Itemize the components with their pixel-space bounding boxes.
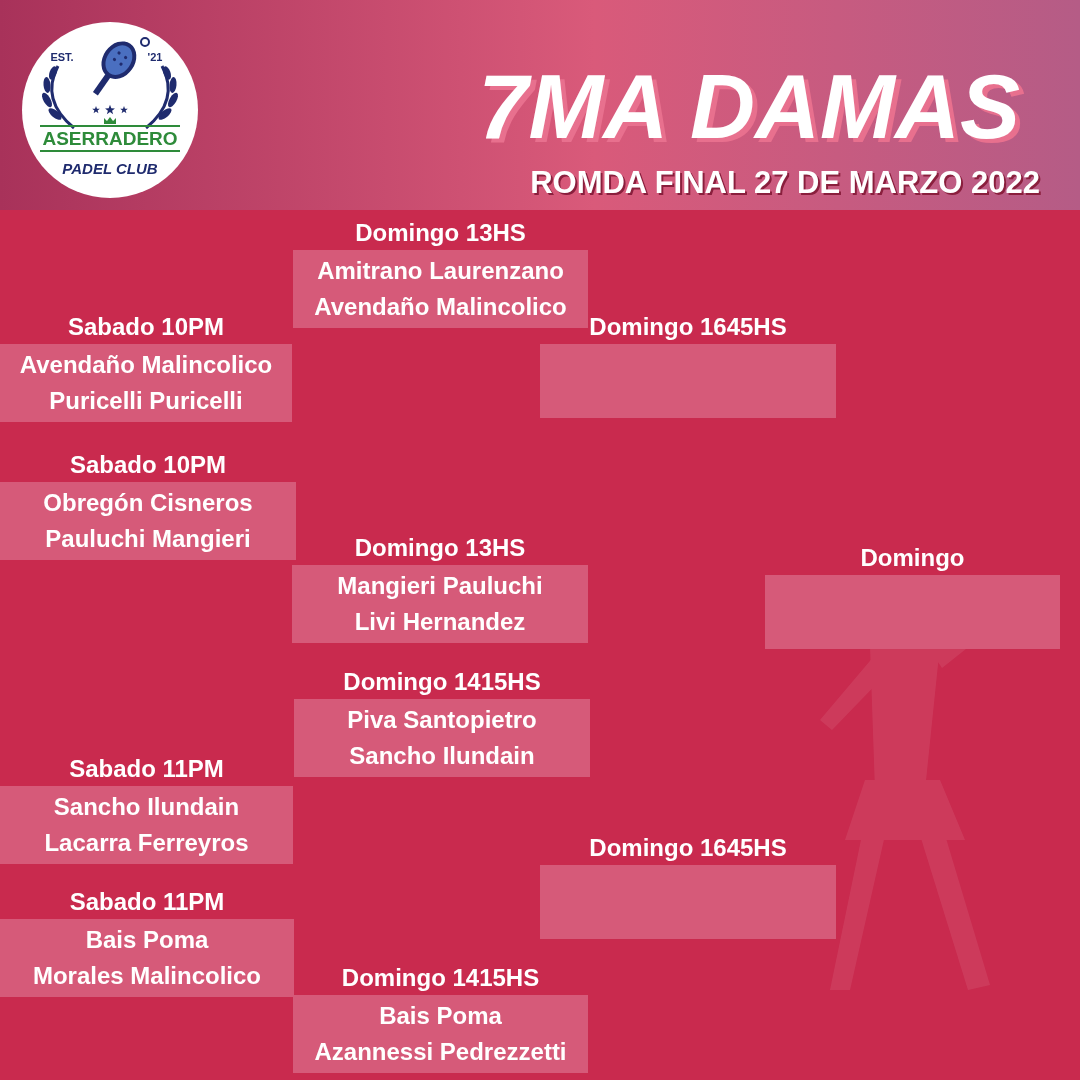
logo-text: PADEL CLUB bbox=[62, 161, 157, 176]
match-box: Sabado 10PMAvendaño MalincolicoPuricelli… bbox=[0, 344, 292, 422]
logo-disc bbox=[22, 22, 198, 198]
match-box: Domingo 13HSMangieri PauluchiLivi Hernan… bbox=[292, 565, 588, 643]
silhouette-skirt bbox=[845, 780, 965, 840]
match-time: Sabado 10PM bbox=[70, 451, 226, 479]
racket-frame bbox=[94, 35, 143, 86]
star bbox=[120, 106, 128, 113]
laurel-leaf bbox=[47, 65, 58, 81]
match-box: Sabado 11PMBais PomaMorales Malincolico bbox=[0, 919, 294, 997]
team-name: Morales Malincolico bbox=[33, 958, 261, 994]
laurel-leaf bbox=[43, 77, 51, 94]
team-name: Azannessi Pedrezzetti bbox=[314, 1034, 566, 1070]
laurel-left bbox=[40, 65, 74, 128]
banner-line bbox=[40, 125, 180, 127]
laurel-leaf bbox=[166, 91, 180, 108]
match-time: Domingo 1645HS bbox=[589, 313, 786, 341]
laurel-leaf bbox=[40, 91, 54, 108]
match-time: Sabado 11PM bbox=[69, 755, 224, 783]
racket-handle bbox=[93, 74, 111, 95]
match-box: Domingo bbox=[765, 575, 1060, 649]
team-name: Avendaño Malincolico bbox=[20, 347, 272, 383]
match-time: Domingo 13HS bbox=[355, 219, 526, 247]
logo-text: EST. bbox=[50, 52, 73, 63]
crown bbox=[104, 117, 116, 124]
match-box: Domingo 1645HS bbox=[540, 344, 836, 418]
team-name: Avendaño Malincolico bbox=[314, 289, 566, 325]
team-name: Livi Hernandez bbox=[355, 604, 526, 640]
banner-line bbox=[40, 150, 180, 152]
match-box: Sabado 10PMObregón CisnerosPauluchi Mang… bbox=[0, 482, 296, 560]
team-name: Bais Poma bbox=[379, 998, 502, 1034]
logo-text: ASERRADERO bbox=[42, 129, 177, 148]
padel-racket bbox=[82, 35, 143, 103]
racket-hole bbox=[112, 57, 116, 61]
laurel-leaf bbox=[161, 65, 172, 81]
match-box: Domingo 13HSAmitrano LaurenzanoAvendaño … bbox=[293, 250, 588, 328]
team-name: Pauluchi Mangieri bbox=[45, 521, 250, 557]
team-name: Amitrano Laurenzano bbox=[317, 253, 564, 289]
team-name: Sancho Ilundain bbox=[349, 738, 534, 774]
team-name: Piva Santopietro bbox=[347, 702, 536, 738]
silhouette-leg bbox=[920, 835, 990, 990]
laurel-leaf bbox=[157, 106, 174, 122]
match-time: Domingo 1645HS bbox=[589, 834, 786, 862]
silhouette-leg bbox=[830, 835, 885, 990]
star bbox=[105, 105, 115, 114]
laurel-leaf bbox=[169, 77, 177, 94]
team-name: Mangieri Pauluchi bbox=[337, 568, 542, 604]
match-time: Domingo 1415HS bbox=[342, 964, 539, 992]
team-name: Obregón Cisneros bbox=[43, 485, 252, 521]
team-name: Puricelli Puricelli bbox=[49, 383, 242, 419]
match-box: Domingo 1645HS bbox=[540, 865, 836, 939]
team-name: Lacarra Ferreyros bbox=[44, 825, 248, 861]
match-time: Domingo 13HS bbox=[355, 534, 526, 562]
team-name: Bais Poma bbox=[86, 922, 209, 958]
match-time: Domingo bbox=[861, 544, 965, 572]
match-time: Sabado 11PM bbox=[70, 888, 225, 916]
racket-hole bbox=[119, 62, 123, 66]
silhouette-arm bbox=[820, 655, 888, 730]
team-name: Sancho Ilundain bbox=[54, 789, 239, 825]
racket-hole bbox=[117, 51, 121, 55]
main-title: 7MA DAMAS bbox=[478, 62, 1020, 152]
laurel-right bbox=[146, 65, 180, 128]
racket-hole bbox=[123, 55, 127, 59]
match-box: Domingo 1415HSPiva SantopietroSancho Ilu… bbox=[294, 699, 590, 777]
star bbox=[92, 106, 100, 113]
padel-ball bbox=[141, 38, 149, 46]
match-time: Sabado 10PM bbox=[68, 313, 224, 341]
laurel-leaf bbox=[47, 106, 64, 122]
match-time: Domingo 1415HS bbox=[343, 668, 540, 696]
club-logo-badge: EST. '21ASERRADERO PADEL CLUB bbox=[22, 22, 198, 198]
match-box: Domingo 1415HSBais PomaAzannessi Pedrezz… bbox=[293, 995, 588, 1073]
header-band bbox=[0, 0, 1080, 210]
logo-text: '21 bbox=[148, 52, 163, 63]
match-box: Sabado 11PMSancho IlundainLacarra Ferrey… bbox=[0, 786, 293, 864]
round-subtitle: ROMDA FINAL 27 DE MARZO 2022 bbox=[530, 166, 1040, 200]
club-logo bbox=[22, 22, 198, 198]
